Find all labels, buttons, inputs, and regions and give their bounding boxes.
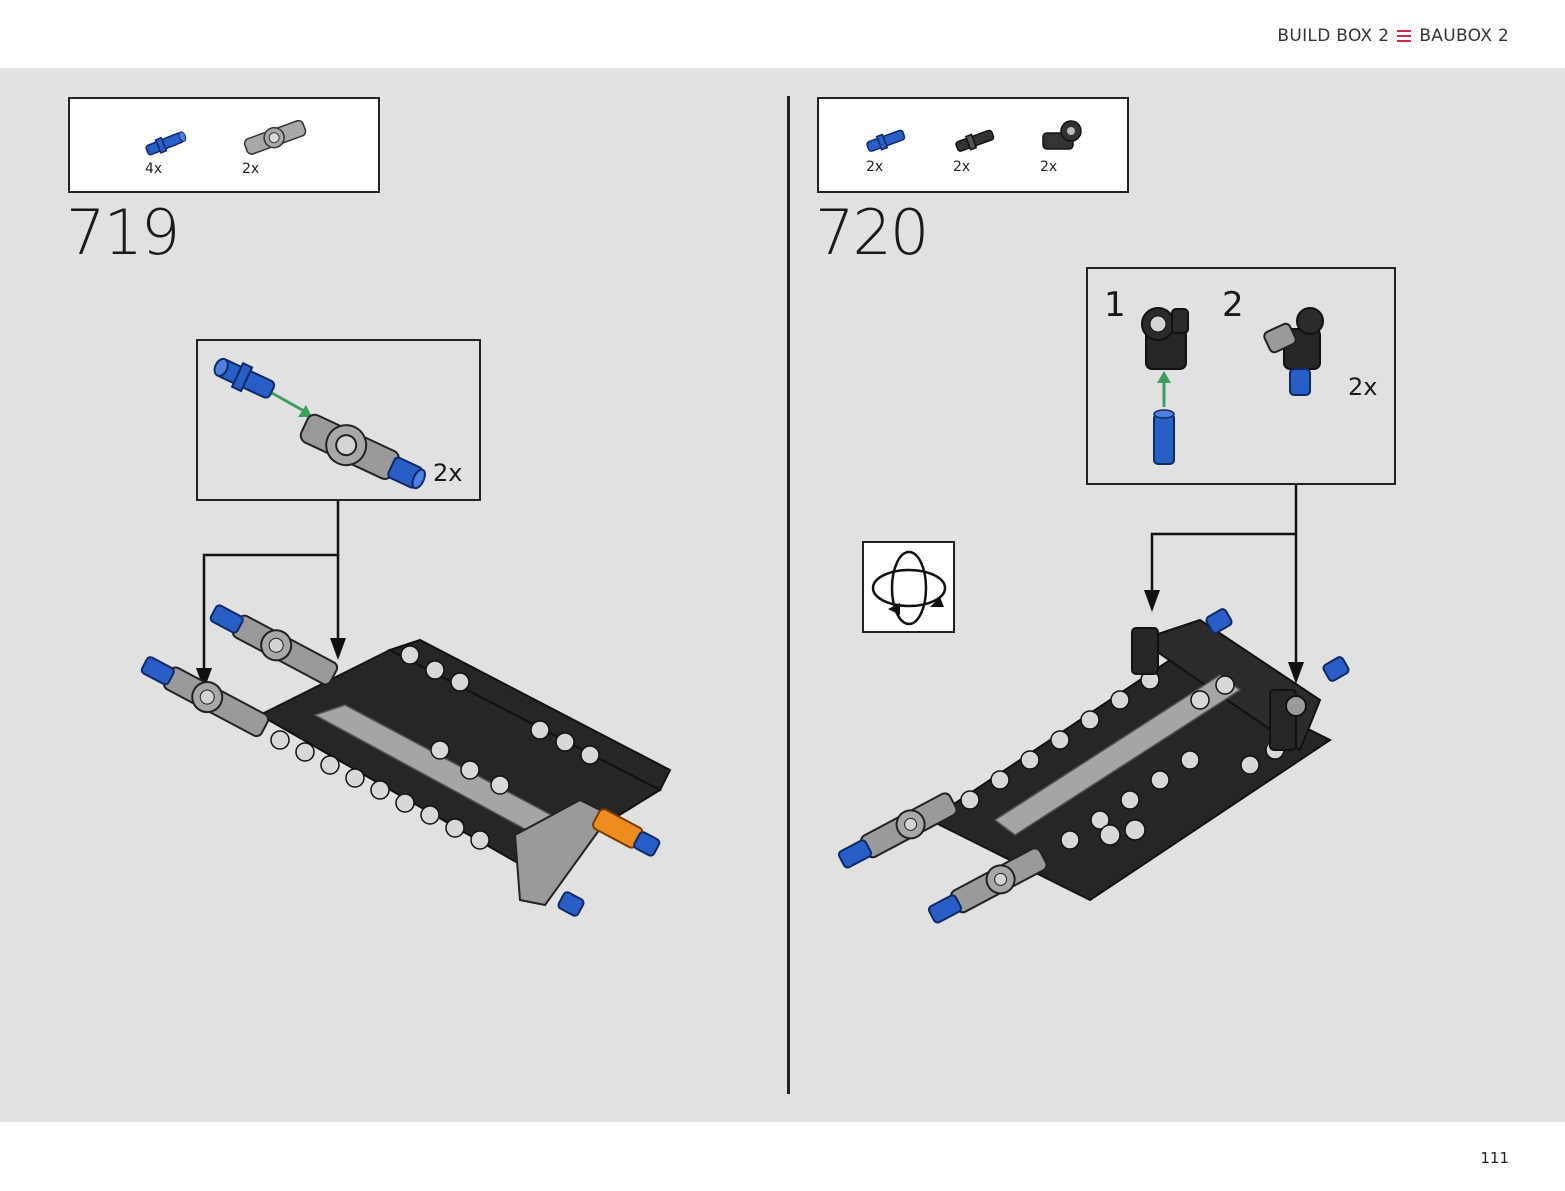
sub-step-number: 2 (1222, 285, 1244, 325)
rotate-model-indicator (862, 541, 955, 633)
black-angle-connector-icon (1042, 120, 1082, 150)
page-header: BUILD BOX 2 BAUBOX 2 (0, 0, 1565, 68)
menu-icon (1397, 30, 1412, 42)
step-number: 720 (815, 196, 929, 269)
part-qty: 2x (242, 161, 260, 177)
rotate-model-icon (871, 550, 947, 626)
chassis-model-719 (140, 604, 672, 917)
page-number: 111 (1480, 1149, 1509, 1167)
pin-into-connector-illustration (213, 357, 426, 490)
page-footer (0, 1122, 1565, 1191)
callout-qty: 2x (1348, 373, 1378, 401)
gray-axle-connector-icon (243, 119, 307, 155)
part-qty: 4x (145, 161, 163, 177)
build-box-english: BUILD BOX 2 (1277, 26, 1390, 46)
sub-step-number: 1 (1104, 285, 1126, 325)
build-box-german: BAUBOX 2 (1419, 26, 1509, 46)
parts-list-720: 2x 2x 2x (817, 97, 1129, 193)
step-number: 719 (66, 196, 180, 269)
subassembly-callout-720: 1 2 2x (1086, 267, 1396, 485)
part-qty: 2x (953, 159, 971, 175)
callout-qty: 2x (433, 459, 463, 487)
blue-axle-pin-icon (145, 131, 187, 156)
part-qty: 2x (1040, 159, 1058, 175)
black-axle-pin-icon (955, 129, 995, 152)
blue-axle-pin-icon (866, 129, 906, 152)
instruction-canvas (0, 68, 1565, 1122)
chassis-model-720 (837, 608, 1350, 924)
parts-list-719: 4x 2x (68, 97, 380, 193)
step-divider (787, 96, 790, 1094)
subassembly-callout-719: 2x (196, 339, 481, 501)
part-qty: 2x (866, 159, 884, 175)
build-box-label: BUILD BOX 2 BAUBOX 2 (1277, 26, 1509, 46)
pin-into-angle-connector-illustration (1141, 307, 1324, 465)
